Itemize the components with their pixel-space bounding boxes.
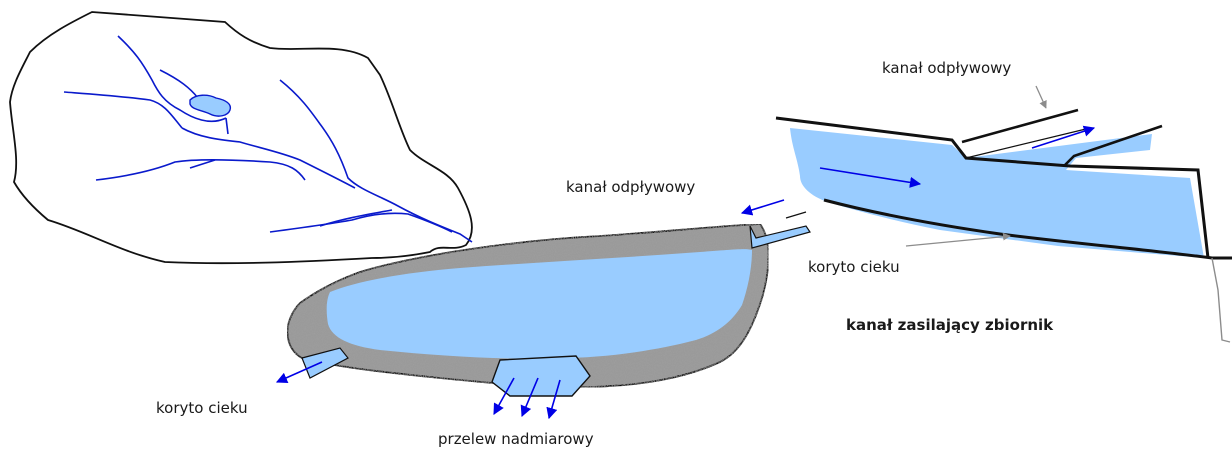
label-outlet-channel-lake: kanał odpływowy (566, 178, 695, 196)
label-stream-bed-inset: koryto cieku (808, 258, 900, 276)
outlet-channel-line (786, 212, 806, 218)
feeding-channel-inset (776, 86, 1232, 342)
pointer-arrow (906, 236, 1010, 246)
channel-water (790, 128, 1204, 258)
label-feeding-channel-title: kanał zasilający zbiornik (846, 316, 1053, 334)
pointer-arrow (1036, 86, 1046, 108)
label-overflow-spillway: przelew nadmiarowy (438, 430, 594, 448)
catchment-map (10, 12, 472, 263)
label-stream-bed-lake: koryto cieku (156, 399, 248, 417)
drop-structure (1212, 258, 1230, 342)
catchment-boundary (10, 12, 472, 263)
label-outlet-channel-inset: kanał odpływowy (882, 59, 1011, 77)
flow-arrow (742, 200, 784, 213)
outlet-branch-upper (962, 110, 1078, 142)
